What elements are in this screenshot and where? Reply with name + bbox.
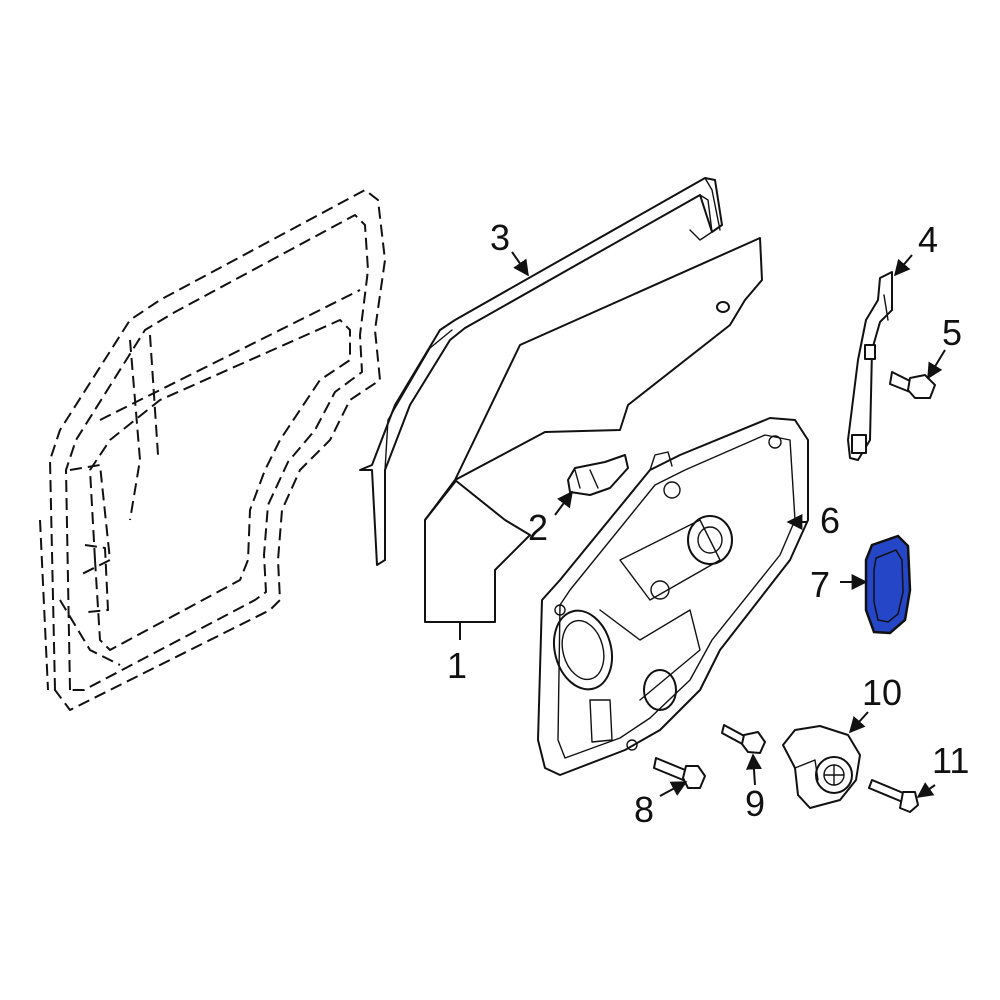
part-9-screw xyxy=(721,724,766,754)
callout-4: 4 xyxy=(918,219,938,260)
callout-9: 9 xyxy=(745,783,765,824)
callout-6: 6 xyxy=(820,500,840,541)
door-shell-outline xyxy=(39,189,386,711)
callout-11: 11 xyxy=(932,740,969,781)
part-4-rear-channel xyxy=(847,271,893,461)
part-5-bolt xyxy=(889,371,936,399)
callout-8: 8 xyxy=(634,789,654,830)
part-1-door-glass xyxy=(424,237,763,623)
callout-10: 10 xyxy=(862,672,902,713)
part-2-glass-bracket xyxy=(567,454,629,496)
callout-7: 7 xyxy=(810,564,830,605)
callout-5: 5 xyxy=(942,312,962,353)
part-3-glass-run-channel xyxy=(359,177,723,566)
part-11-bolt xyxy=(868,779,919,813)
callout-3: 3 xyxy=(490,217,510,258)
callout-1: 1 xyxy=(447,645,467,686)
part-7-highlighted-seal xyxy=(864,534,912,635)
part-8-bolt xyxy=(653,757,706,789)
leader-lines xyxy=(459,251,946,798)
part-10-window-motor xyxy=(782,725,861,809)
part-6-door-module-panel xyxy=(537,417,809,776)
callout-2: 2 xyxy=(528,507,548,548)
